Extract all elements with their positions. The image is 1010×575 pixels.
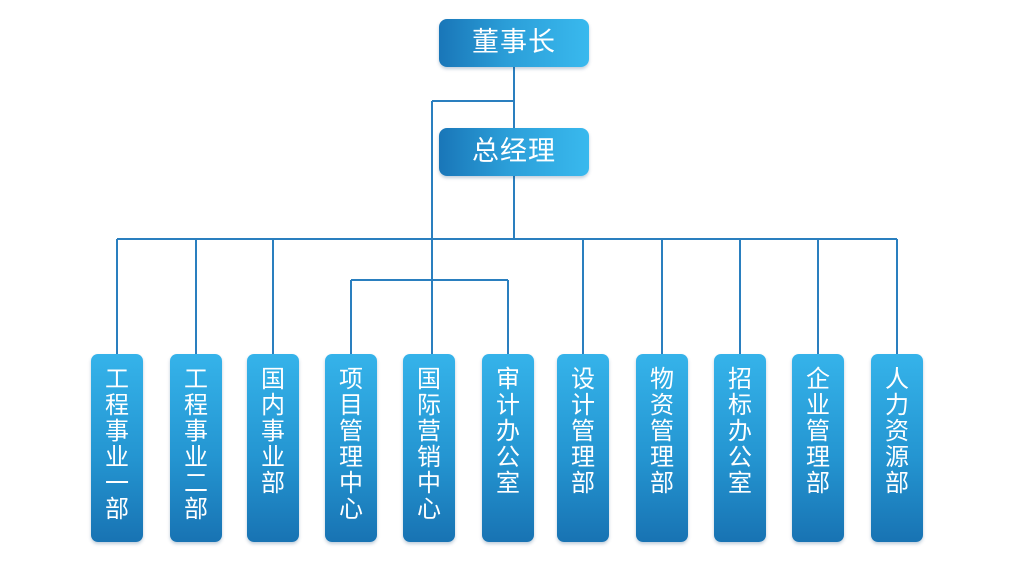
- general-manager-box: 总经理: [439, 128, 589, 176]
- chairman-label: 董事长: [472, 27, 556, 58]
- dept-box-hr: 人力资源部: [871, 354, 923, 542]
- dept-box-audit: 审计办公室: [482, 354, 534, 542]
- dept-label: 设计管理部: [571, 365, 595, 497]
- dept-box-engineering-2: 工程事业二部: [170, 354, 222, 542]
- dept-box-materials-mgmt: 物资管理部: [636, 354, 688, 542]
- dept-label: 物资管理部: [650, 365, 674, 497]
- dept-label: 人力资源部: [885, 365, 909, 497]
- dept-label: 国内事业部: [261, 365, 285, 497]
- dept-label: 企业管理部: [806, 365, 830, 497]
- dept-box-design-mgmt: 设计管理部: [557, 354, 609, 542]
- dept-label: 工程事业一部: [105, 365, 129, 523]
- dept-box-project-mgmt: 项目管理中心: [325, 354, 377, 542]
- dept-label: 国际营销中心: [417, 365, 441, 523]
- dept-box-engineering-1: 工程事业一部: [91, 354, 143, 542]
- dept-label: 工程事业二部: [184, 365, 208, 523]
- dept-box-intl-marketing: 国际营销中心: [403, 354, 455, 542]
- general-manager-label: 总经理: [472, 136, 556, 167]
- chairman-box: 董事长: [439, 19, 589, 67]
- dept-box-domestic: 国内事业部: [247, 354, 299, 542]
- dept-label: 审计办公室: [496, 365, 520, 497]
- dept-label: 项目管理中心: [339, 365, 363, 523]
- dept-label: 招标办公室: [728, 365, 752, 497]
- dept-box-bidding: 招标办公室: [714, 354, 766, 542]
- dept-box-enterprise-mgmt: 企业管理部: [792, 354, 844, 542]
